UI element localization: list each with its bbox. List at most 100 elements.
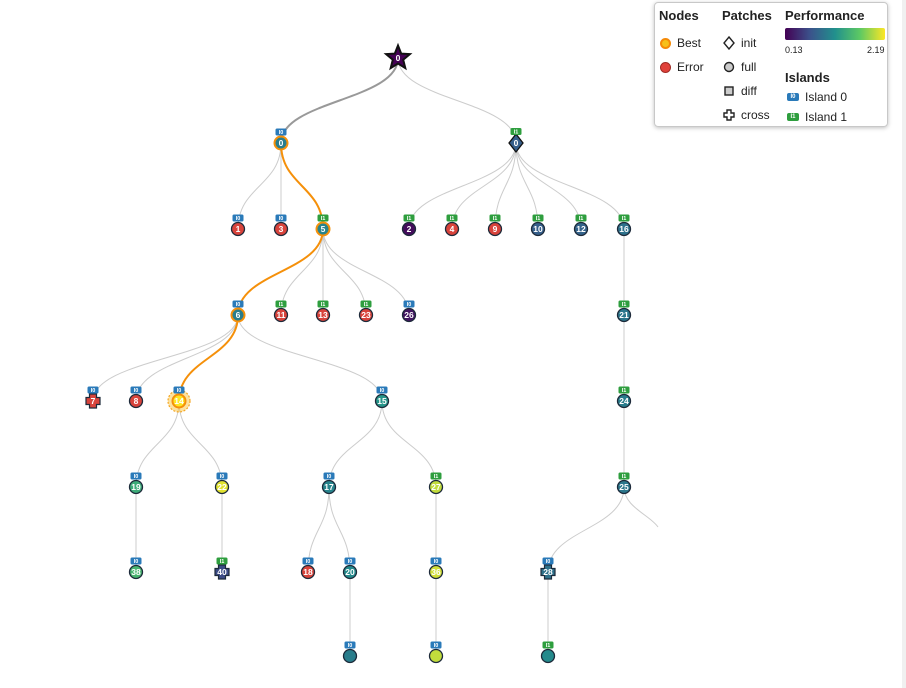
island-0-icon: I0: [787, 93, 799, 101]
island-badge-icon: [323, 472, 335, 480]
edge-n6-n7: [92, 314, 239, 402]
tree-node[interactable]: 9I1: [487, 214, 503, 237]
tree-node[interactable]: I0: [428, 641, 444, 664]
circle-icon: [616, 479, 632, 495]
island-badge-label: I1: [579, 216, 584, 222]
island-badge-icon: [232, 214, 244, 222]
star-icon: [383, 42, 413, 71]
tree-node[interactable]: 5I1: [315, 214, 331, 237]
legend-patch-full-label: full: [741, 60, 757, 74]
legend-patch-cross: cross: [723, 108, 770, 122]
node-label: 26: [404, 310, 414, 320]
circle-icon: [321, 479, 337, 495]
circle-icon: [616, 393, 632, 409]
legend-patch-full: full: [723, 60, 756, 74]
legend-patch-init-label: init: [741, 36, 757, 50]
island-badge-icon: [275, 128, 287, 136]
island-badge-icon: [317, 214, 329, 222]
circle-icon: [573, 221, 589, 237]
edge-n5-n23: [322, 228, 367, 316]
node-label: 36: [431, 567, 441, 577]
node-label: 19: [131, 482, 141, 492]
vertical-scrollbar[interactable]: [902, 0, 906, 688]
edge-b0-n16: [515, 142, 625, 230]
island-badge-label: I1: [622, 302, 627, 308]
island-badge-icon: [430, 641, 442, 649]
island-badge-label: I0: [134, 388, 139, 394]
node-label: 40: [217, 567, 227, 577]
tree-node[interactable]: I1: [540, 641, 556, 664]
tree-node[interactable]: 0I1: [508, 128, 524, 154]
island-badge-label: I0: [134, 559, 139, 565]
tree-node[interactable]: 8I0: [128, 386, 144, 409]
circle-icon: [230, 221, 246, 237]
node-label: 13: [318, 310, 328, 320]
island-badge-icon: [344, 557, 356, 565]
island-badge-icon: [575, 214, 587, 222]
island-badge-label: I0: [407, 302, 412, 308]
island-badge-label: I0: [177, 388, 182, 394]
tree-node[interactable]: 4I1: [444, 214, 460, 237]
circle-icon: [487, 221, 503, 237]
island-badge-label: I1: [364, 302, 369, 308]
tree-node[interactable]: 7I0: [85, 386, 101, 409]
tree-node[interactable]: 1I0: [230, 214, 246, 237]
node-label: 0: [396, 53, 401, 63]
performance-min: 0.13: [785, 45, 803, 55]
legend-island-0-label: Island 0: [805, 90, 848, 104]
island-badge-label: I0: [279, 216, 284, 222]
tree-node[interactable]: 6I0: [230, 300, 246, 323]
tree-node[interactable]: 3I0: [273, 214, 289, 237]
node-label: 9: [493, 224, 498, 234]
edge-a0-n1: [237, 142, 282, 230]
island-badge-label: I1: [220, 559, 225, 565]
tree-node[interactable]: 0I0: [273, 128, 289, 151]
legend-patches-title: Patches: [722, 8, 772, 23]
island-badge-label: I0: [220, 474, 225, 480]
island-badge-label: I1: [536, 216, 541, 222]
legend-patch-init: init: [723, 36, 756, 50]
legend-panel: Nodes Best Error Patches init full diff …: [654, 2, 888, 127]
legend-patch-diff-label: diff: [741, 84, 757, 98]
island-badge-label: I0: [236, 302, 241, 308]
tree-node[interactable]: 0: [383, 42, 413, 71]
legend-islands-title: Islands: [785, 70, 830, 85]
circle-icon: [540, 648, 556, 664]
edge-root-b0: [397, 57, 517, 144]
tree-node[interactable]: 2I1: [401, 214, 417, 237]
island-badge-label: I0: [380, 388, 385, 394]
node-label: 5: [321, 224, 326, 234]
diamond-icon: [508, 132, 524, 154]
tree-node[interactable]: I0: [342, 641, 358, 664]
island-badge-label: I1: [279, 302, 284, 308]
error-node-icon: [660, 61, 671, 73]
node-label: 28: [543, 567, 553, 577]
node-label: 0: [279, 138, 284, 148]
island-badge-label: I0: [306, 559, 311, 565]
node-label: 1: [236, 224, 241, 234]
island-badge-icon: [510, 128, 522, 135]
